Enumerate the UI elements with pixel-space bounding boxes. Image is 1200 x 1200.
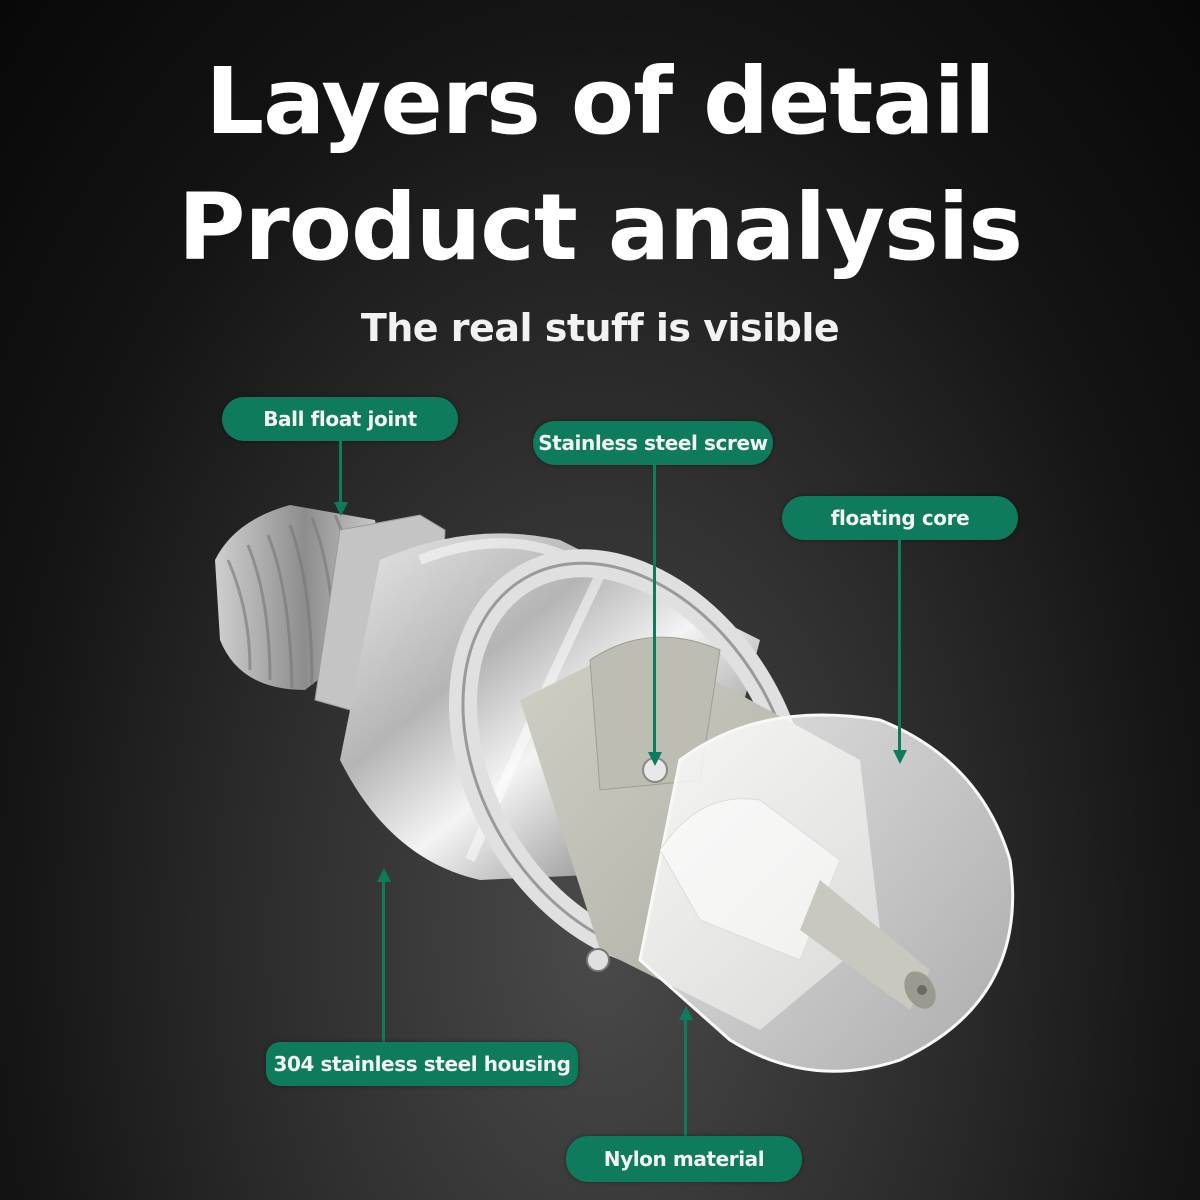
label-floating-core-text: floating core [830, 506, 970, 530]
label-ball-float-joint: Ball float joint [222, 397, 458, 441]
label-stainless-steel-screw-text: Stainless steel screw [538, 431, 768, 455]
leader-line-stainless-steel-screw [653, 465, 656, 755]
leader-line-nylon-material [684, 1018, 687, 1136]
leader-line-stainless-steel-housing [382, 880, 385, 1042]
label-nylon-material-text: Nylon material [603, 1147, 765, 1171]
page-title-line2: Product analysis [177, 174, 1023, 281]
leader-line-ball-float-joint [339, 441, 342, 503]
arrow-up-icon [377, 868, 391, 882]
page-subtitle: The real stuff is visible [360, 306, 840, 350]
page-title-line1: Layers of detail [205, 48, 995, 155]
arrow-down-icon [893, 750, 907, 764]
label-floating-core: floating core [782, 496, 1018, 540]
arrow-up-icon [679, 1006, 693, 1020]
label-stainless-steel-screw: Stainless steel screw [533, 421, 773, 465]
transparent-float-cup [638, 713, 1015, 1073]
label-ball-float-joint-text: Ball float joint [263, 407, 417, 431]
leader-line-floating-core [898, 540, 901, 752]
arrow-down-icon [334, 502, 348, 516]
label-nylon-material: Nylon material [566, 1136, 802, 1182]
label-stainless-steel-housing-text: 304 stainless steel housing [273, 1052, 571, 1076]
arrow-down-icon [648, 752, 662, 766]
label-stainless-steel-housing: 304 stainless steel housing [266, 1042, 578, 1086]
